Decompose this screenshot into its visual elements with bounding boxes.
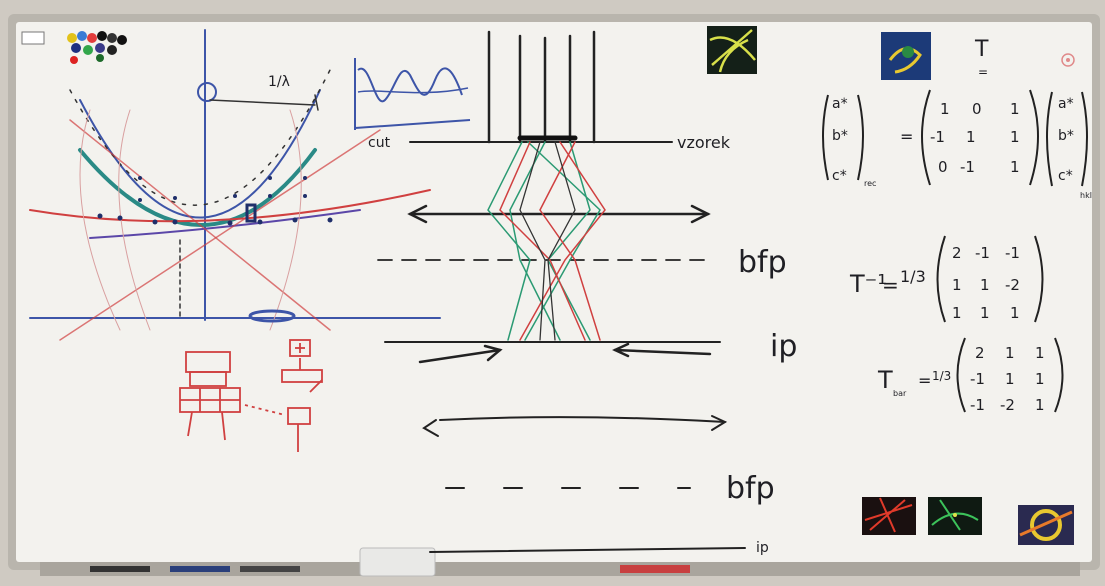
svg-text:=: = (978, 65, 988, 79)
ray-diagram (377, 30, 746, 553)
svg-text:1: 1 (952, 276, 962, 294)
bfp-label-bottom: bfp (726, 471, 775, 506)
flower-doodle (1061, 53, 1075, 67)
svg-text:1: 1 (1010, 100, 1020, 118)
vzorek-label: vzorek (677, 133, 731, 152)
svg-text:1/3: 1/3 (932, 369, 951, 383)
svg-text:T: T (877, 366, 893, 394)
micrograph-sticker (881, 32, 931, 80)
svg-text:-2: -2 (1000, 396, 1015, 414)
svg-text:-1: -1 (970, 396, 985, 414)
svg-text:1: 1 (1010, 128, 1020, 146)
cut-label: cut (368, 135, 391, 151)
svg-text:0: 0 (938, 158, 948, 176)
magnets-cluster (67, 31, 127, 64)
svg-text:=: = (900, 127, 913, 146)
svg-text:0: 0 (972, 100, 982, 118)
board-surface (16, 22, 1092, 562)
marker (90, 566, 150, 572)
svg-text:1: 1 (1010, 158, 1020, 176)
marker (170, 566, 230, 572)
svg-text:2: 2 (952, 244, 962, 262)
svg-text:1: 1 (1005, 344, 1015, 362)
marker (620, 565, 690, 573)
svg-text:-1: -1 (930, 128, 945, 146)
svg-text:1: 1 (980, 276, 990, 294)
svg-text:a*: a* (1058, 96, 1074, 112)
ip-label-bottom: ip (756, 540, 769, 556)
svg-text:a*: a* (832, 96, 848, 112)
marker (240, 566, 300, 572)
svg-text:1: 1 (1035, 370, 1045, 388)
svg-text:-1: -1 (1005, 244, 1020, 262)
svg-text:2: 2 (975, 344, 985, 362)
cut-waveform-plot (354, 58, 471, 130)
matrix-equation-inverse: T⁻¹ = 1/3 2 -1 -1 1 1 -2 1 1 1 (849, 235, 1044, 323)
svg-text:=: = (918, 371, 931, 390)
svg-text:c*: c* (1058, 168, 1073, 184)
svg-text:rec: rec (864, 179, 876, 188)
svg-text:1: 1 (1010, 304, 1020, 322)
matrix-equation-bar: T bar = 1/3 2 1 1 -1 1 1 -1 -2 1 (877, 337, 1064, 414)
svg-text:1: 1 (1035, 396, 1045, 414)
svg-text:1/3: 1/3 (900, 267, 926, 286)
svg-text:1: 1 (966, 128, 976, 146)
eraser (359, 547, 436, 577)
marker-tray (40, 562, 1080, 576)
svg-text:1: 1 (980, 304, 990, 322)
svg-text:1: 1 (1035, 344, 1045, 362)
svg-text:T⁻¹: T⁻¹ (849, 270, 887, 298)
svg-text:1: 1 (952, 304, 962, 322)
svg-text:1: 1 (1005, 370, 1015, 388)
svg-text:1: 1 (940, 100, 950, 118)
matrix-equation-top: T = a* b* c* rec = 1 0 1 -1 1 1 0 -1 1 a… (822, 37, 1092, 200)
svg-text:-1: -1 (970, 370, 985, 388)
svg-text:-1: -1 (975, 244, 990, 262)
bfp-label-top: bfp (738, 245, 787, 280)
crystal-sketch (179, 339, 323, 452)
micrograph-sticker (862, 497, 916, 535)
micrograph-sticker (928, 497, 982, 535)
svg-text:b*: b* (1058, 128, 1074, 144)
T-symbol: T (974, 37, 989, 62)
svg-text:-2: -2 (1005, 276, 1020, 294)
svg-text:=: = (882, 273, 899, 297)
svg-text:-1: -1 (960, 158, 975, 176)
micrograph-sticker (1018, 505, 1074, 545)
fraction-label: 1/λ (268, 74, 290, 90)
svg-text:c*: c* (832, 168, 847, 184)
ewald-sphere-sketch (29, 29, 441, 341)
micrograph-sticker (707, 26, 757, 74)
svg-text:hkl: hkl (1080, 191, 1092, 200)
svg-text:b*: b* (832, 128, 848, 144)
board-tag (21, 31, 45, 45)
svg-text:bar: bar (893, 389, 907, 398)
ip-label-top: ip (770, 329, 797, 364)
